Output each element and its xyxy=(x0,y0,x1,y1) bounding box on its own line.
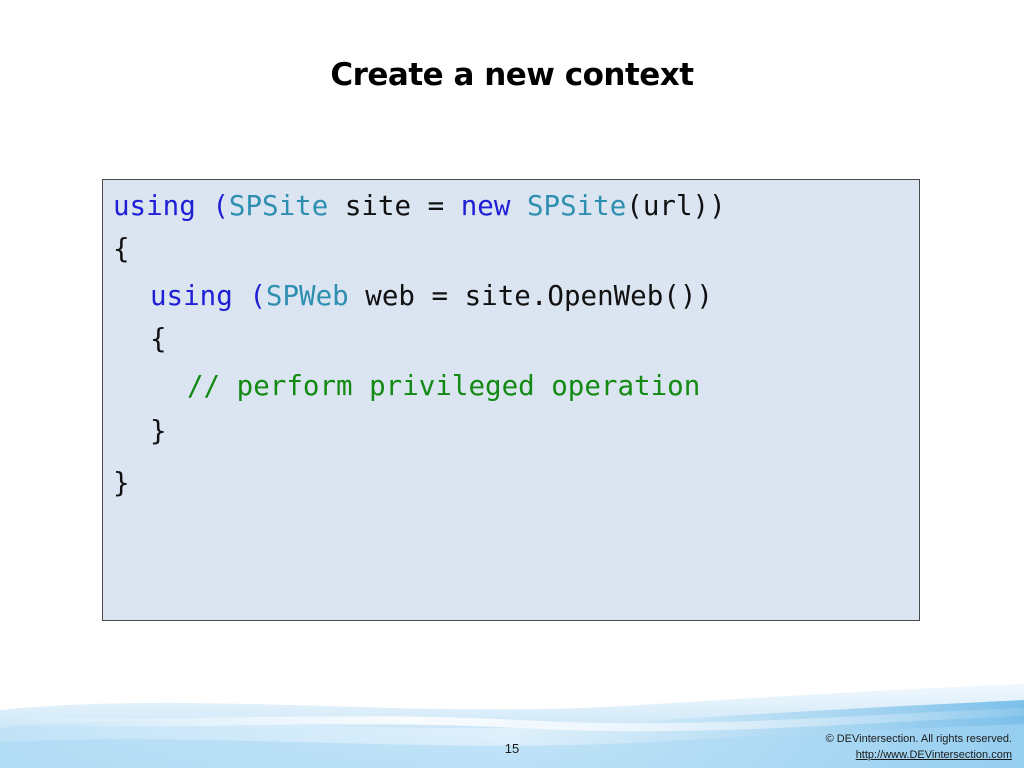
code-comment: // perform privileged operation xyxy=(187,370,701,402)
slide-title: Create a new context xyxy=(330,57,694,93)
code-text: (url)) xyxy=(626,190,726,222)
code-line-7: } xyxy=(113,467,130,499)
code-line-3: using (SPWeb web = site.OpenWeb()) xyxy=(150,280,713,312)
code-line-2: { xyxy=(113,233,130,265)
brace-open: { xyxy=(150,323,167,355)
code-line-4: { xyxy=(150,323,167,355)
code-line-1: using (SPSite site = new SPSite(url)) xyxy=(113,190,726,222)
code-line-5: // perform privileged operation xyxy=(187,370,701,402)
code-text: site = xyxy=(328,190,461,222)
brace-close: } xyxy=(150,415,167,447)
keyword-using: using xyxy=(150,280,233,312)
type-spsite-constructor: SPSite xyxy=(526,190,627,222)
copyright-text: © DEVintersection. All rights reserved. xyxy=(825,733,1012,745)
footer-wave-decoration xyxy=(0,684,1024,768)
paren-open: ( xyxy=(232,280,266,312)
code-line-6: } xyxy=(150,415,167,447)
code-space xyxy=(510,190,527,222)
page-number: 15 xyxy=(504,741,520,756)
keyword-using: using xyxy=(113,190,196,222)
website-link[interactable]: http://www.DEVintersection.com xyxy=(855,749,1012,761)
brace-close: } xyxy=(113,467,130,499)
type-spsite: SPSite xyxy=(228,190,329,222)
code-block: using (SPSite site = new SPSite(url)) { … xyxy=(102,179,920,621)
keyword-new: new xyxy=(460,190,511,222)
brace-open: { xyxy=(113,233,130,265)
type-spweb: SPWeb xyxy=(265,280,349,312)
code-text: web = site.OpenWeb()) xyxy=(348,280,713,312)
paren-open: ( xyxy=(195,190,229,222)
